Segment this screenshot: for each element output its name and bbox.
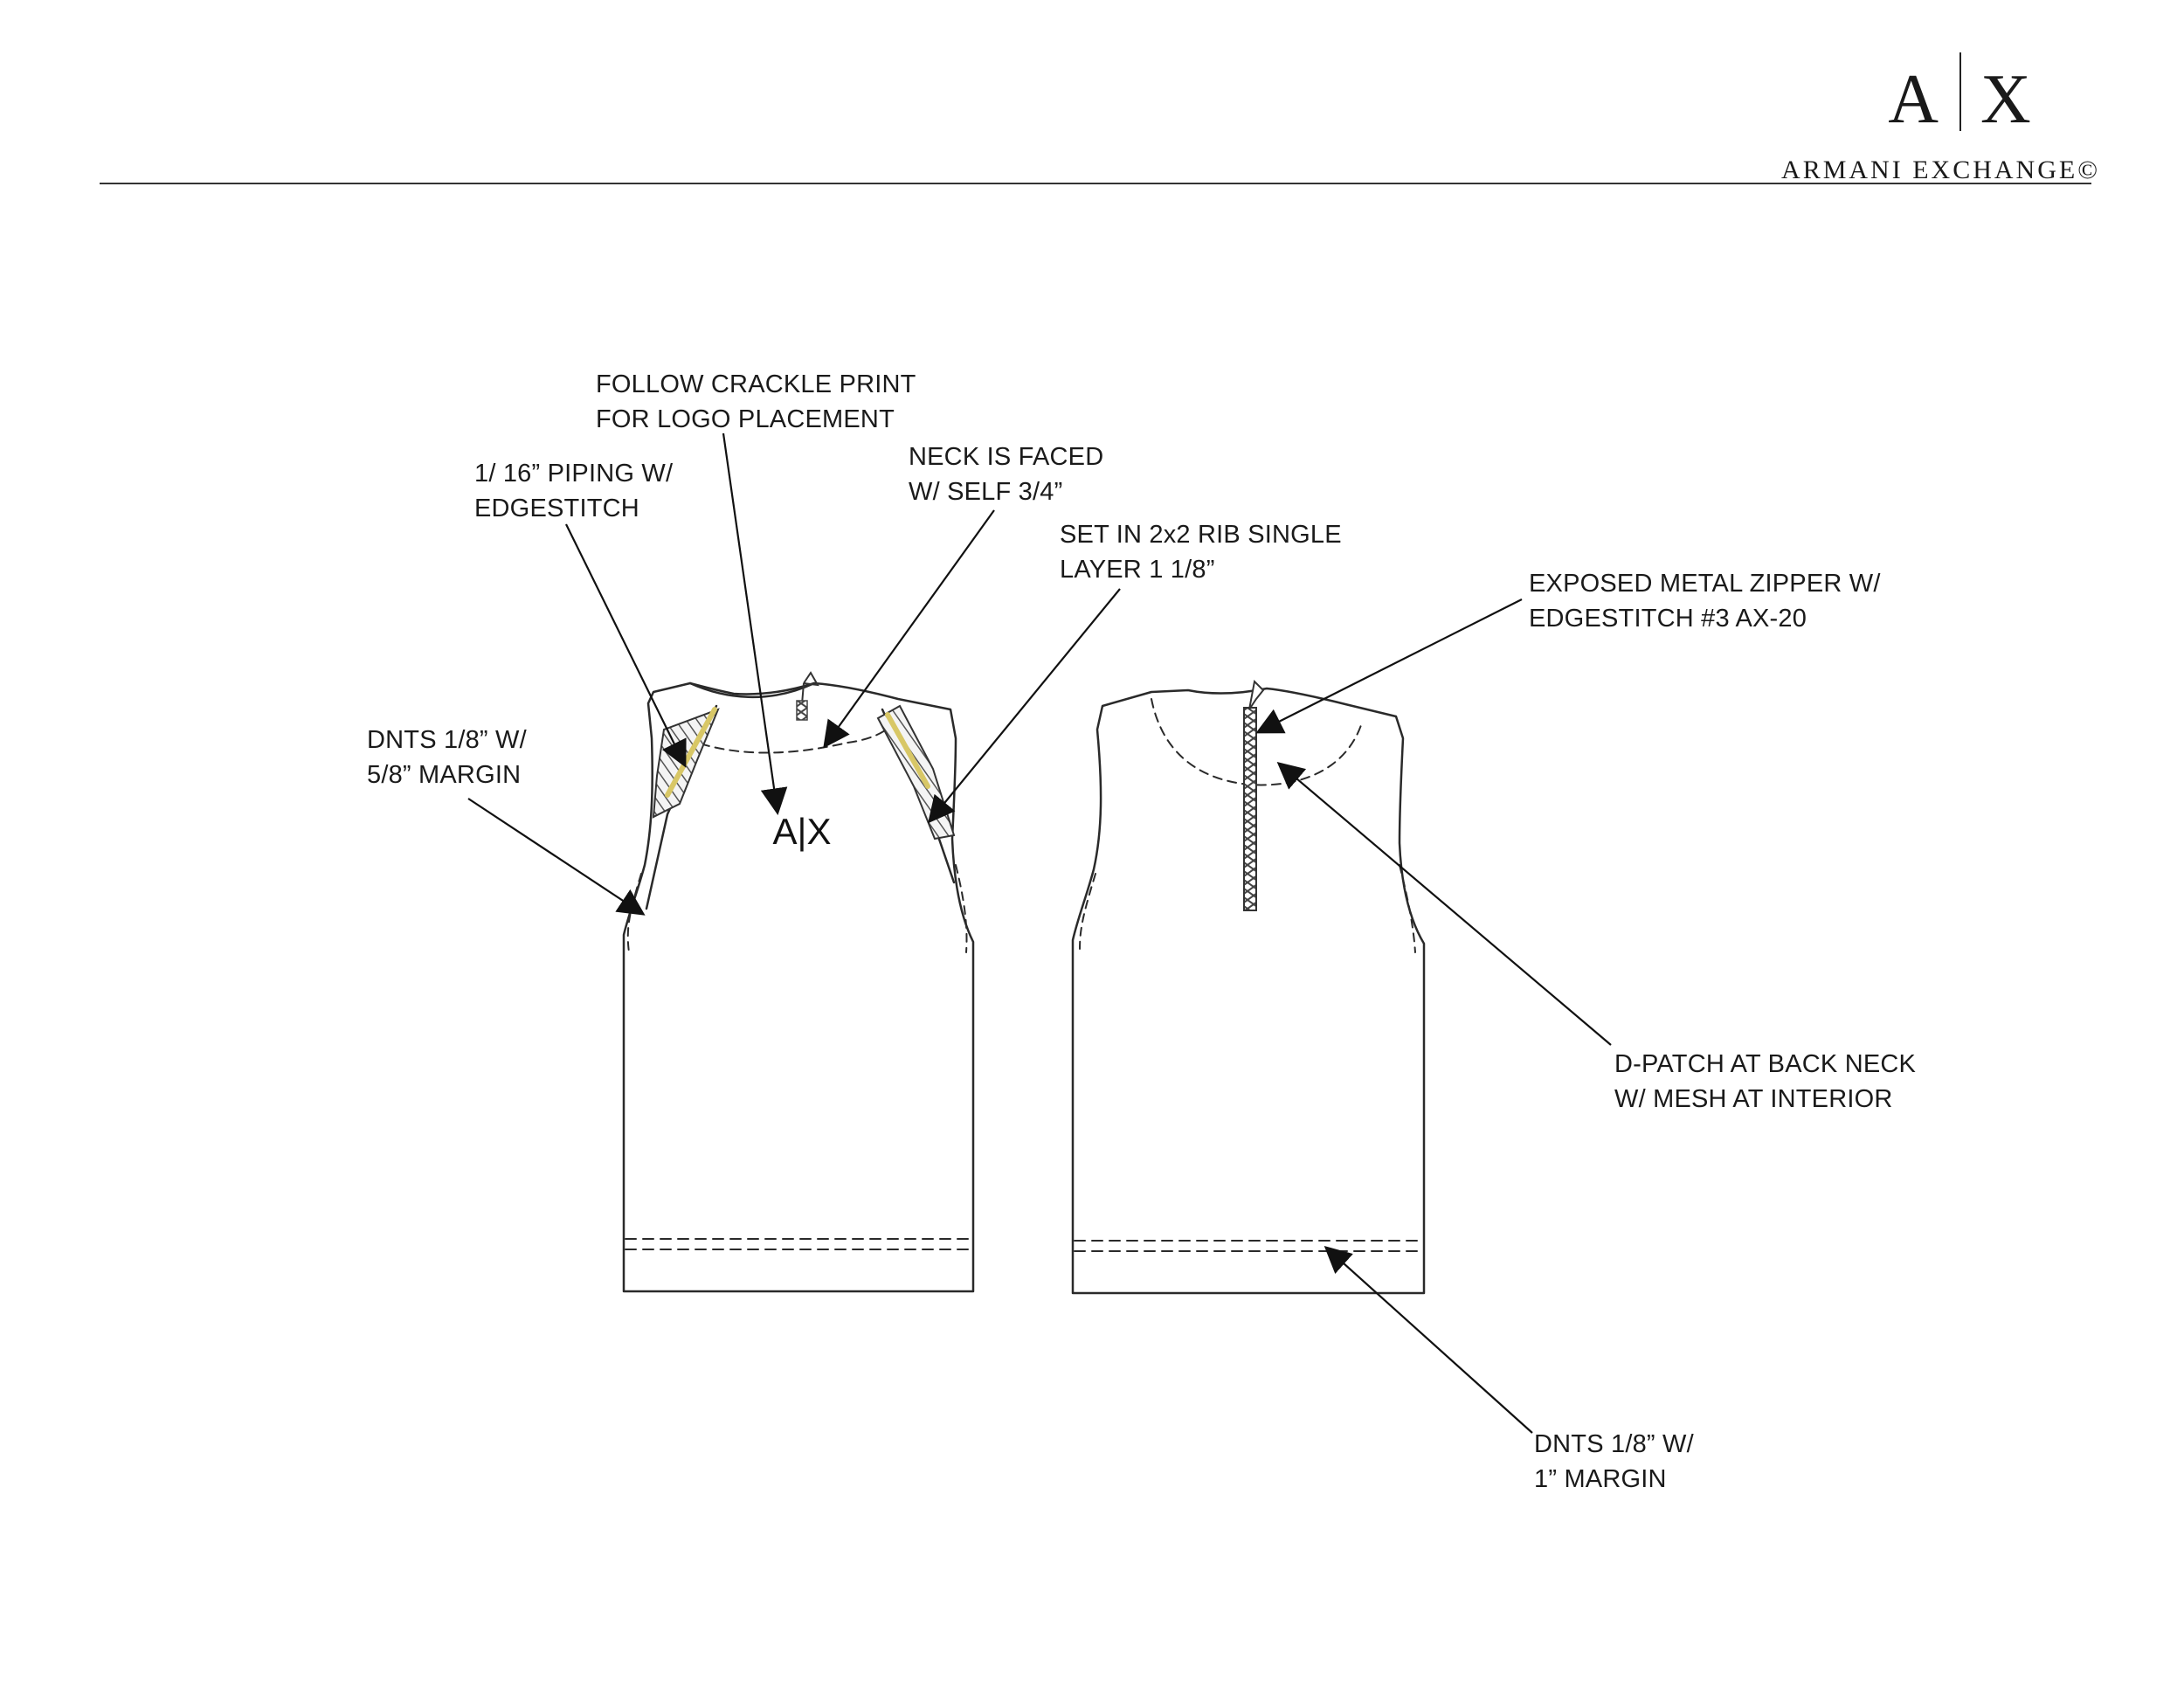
front-piping-left: [665, 707, 717, 798]
front-zip-tape: [796, 700, 808, 721]
callout-line: NECK IS FACED: [909, 443, 1104, 471]
callout-line: W/ MESH AT INTERIOR: [1614, 1085, 1893, 1113]
front-body-outline: [622, 681, 975, 1293]
back-armhole-stitch-left: [1079, 873, 1096, 950]
callout-piping: 1/ 16” PIPING W/ EDGESTITCH: [474, 456, 673, 526]
callout-line: W/ SELF 3/4”: [909, 478, 1063, 506]
brand-name: ARMANI EXCHANGE©: [1781, 156, 2100, 184]
back-zip-pull: [1248, 679, 1265, 710]
back-armhole-stitch-right: [1399, 864, 1416, 953]
arrow-rib: [928, 588, 1121, 824]
brand-mark-right: X: [1980, 61, 2033, 138]
callout-hem-dnts: DNTS 1/8” W/ 1” MARGIN: [1534, 1427, 1694, 1497]
callout-rib: SET IN 2x2 RIB SINGLE LAYER 1 1/8”: [1060, 517, 1342, 587]
callout-line: D-PATCH AT BACK NECK: [1614, 1050, 1917, 1078]
front-armhole-stitch-left: [626, 873, 642, 953]
callout-line: EXPOSED METAL ZIPPER W/: [1529, 570, 1881, 598]
front-piping-right: [885, 712, 930, 789]
callout-line: 1” MARGIN: [1534, 1465, 1667, 1493]
callout-line: EDGESTITCH: [474, 495, 639, 522]
callout-neck-faced: NECK IS FACED W/ SELF 3/4”: [909, 439, 1103, 509]
arrow-zipper: [1255, 598, 1523, 734]
arrow-d-patch: [1276, 762, 1612, 1046]
back-body-outline: [1071, 687, 1426, 1295]
callout-line: FOR LOGO PLACEMENT: [596, 405, 895, 433]
brand-mark-divider: [1959, 52, 1961, 131]
arrow-armhole-dnts: [467, 798, 646, 916]
callout-zipper: EXPOSED METAL ZIPPER W/ EDGESTITCH #3 AX…: [1529, 566, 1881, 636]
callout-line: EDGESTITCH #3 AX-20: [1529, 605, 1807, 633]
callout-line: FOLLOW CRACKLE PRINT: [596, 370, 916, 398]
arrow-piping: [565, 523, 687, 768]
header-rule: [100, 183, 2091, 184]
callout-line: DNTS 1/8” W/: [1534, 1430, 1694, 1458]
callout-line: DNTS 1/8” W/: [367, 726, 527, 754]
leader-arrows: [467, 432, 1612, 1434]
callout-line: LAYER 1 1/8”: [1060, 556, 1215, 584]
arrow-hem-dnts: [1324, 1245, 1533, 1434]
callout-armhole-dnts: DNTS 1/8” W/ 5/8” MARGIN: [367, 723, 527, 792]
front-neck-facing: [686, 714, 901, 754]
callout-d-patch: D-PATCH AT BACK NECK W/ MESH AT INTERIOR: [1614, 1047, 1916, 1117]
front-rib-right: [876, 704, 956, 841]
back-zipper: [1243, 707, 1257, 911]
front-neckline: [688, 681, 816, 699]
arrow-neck-faced: [823, 509, 995, 749]
callout-line: SET IN 2x2 RIB SINGLE: [1060, 521, 1342, 549]
callout-line: 5/8” MARGIN: [367, 761, 522, 789]
front-armhole-stitch-right: [955, 864, 968, 953]
callout-line: 1/ 16” PIPING W/: [474, 460, 674, 488]
chest-logo: A|X: [773, 811, 832, 852]
arrow-crackle-print: [722, 432, 788, 816]
callout-crackle-print: FOLLOW CRACKLE PRINT FOR LOGO PLACEMENT: [596, 367, 916, 437]
brand-mark-left: A: [1888, 61, 1940, 138]
